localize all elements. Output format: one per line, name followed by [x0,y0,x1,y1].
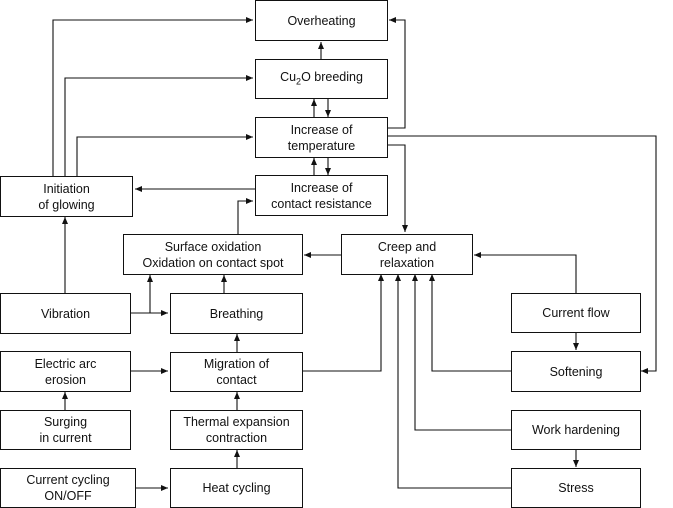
node-vibration-label: Vibration [40,306,91,321]
arrow-glowing-to-temperature [76,134,253,176]
node-electric-arc: Electric arc erosion [0,351,131,392]
node-heat-cycling: Heat cycling [170,468,303,508]
arrow-workhardening-to-creep [412,274,511,431]
node-oxidation-line1: Surface oxidation [164,239,262,254]
node-cu2o-label: Cu2O breeding [280,69,363,90]
node-workhardening-label: Work hardening [531,423,620,437]
node-temperature-line2: temperature [287,138,356,153]
node-cycling-line1: Current cycling [26,473,110,487]
node-cycling-line2: ON/OFF [44,489,92,503]
node-thermal-line2: contraction [205,431,268,445]
arrow-migration-to-creep [303,274,384,372]
cu2o-label-prefix: Cu [280,69,297,84]
arrow-currentflow-to-creep [474,252,577,293]
node-currentflow-label: Current flow [542,306,610,320]
node-surging-current: Surging in current [0,410,131,450]
node-breathing-label: Breathing [209,306,264,321]
arrow-oxidation-to-resistance [237,198,253,234]
node-increase-temperature: Increase of temperature [255,117,388,158]
node-surface-oxidation: Surface oxidation Oxidation on contact s… [123,234,303,275]
node-creep-line1: Creep and [377,239,437,254]
node-glowing-line2: of glowing [38,197,95,212]
node-stress-label: Stress [558,481,594,495]
node-migration-line1: Migration of [203,357,270,371]
arrow-temperature-to-overheating [387,17,406,129]
arrow-glowing-to-cu2o [64,75,253,176]
node-resistance-line2: contact resistance [271,196,372,211]
node-surging-line2: in current [39,431,92,445]
node-thermal-line1: Thermal expansion [183,415,290,429]
node-temperature-line1: Increase of [290,122,353,137]
node-current-cycling: Current cycling ON/OFF [0,468,136,508]
node-migration-contact: Migration of contact [170,352,303,392]
arrow-temperature-to-softening [387,135,657,374]
node-resistance-line1: Increase of [290,180,353,195]
node-thermal-expansion: Thermal expansion contraction [170,410,303,450]
cu2o-label-subscript: 2 [296,76,302,87]
node-increase-resistance: Increase of contact resistance [255,175,388,216]
node-creep-relaxation: Creep and relaxation [341,234,473,275]
node-work-hardening: Work hardening [511,410,641,450]
node-overheating-label: Overheating [287,13,356,28]
node-current-flow: Current flow [511,293,641,333]
arrow-temperature-to-creep [387,144,408,232]
node-stress: Stress [511,468,641,508]
node-surging-line1: Surging [43,415,88,429]
arrow-glowing-to-overheating [52,17,253,176]
arrow-softening-to-creep [429,274,511,372]
node-overheating: Overheating [255,0,388,41]
node-softening-label: Softening [549,364,603,379]
node-vibration: Vibration [0,293,131,334]
node-creep-line2: relaxation [379,255,435,270]
node-cu2o-breeding: Cu2O breeding [255,59,388,99]
node-initiation-glowing: Initiation of glowing [0,176,133,217]
node-heatcycling-label: Heat cycling [202,481,271,495]
node-softening: Softening [511,351,641,392]
cu2o-label-suffix: O breeding [301,69,363,84]
node-arc-line1: Electric arc [34,356,97,371]
node-glowing-line1: Initiation [43,181,90,196]
node-migration-line2: contact [216,373,257,387]
node-breathing: Breathing [170,293,303,334]
node-arc-line2: erosion [45,372,86,387]
node-oxidation-line2: Oxidation on contact spot [142,255,284,270]
arrow-stress-to-creep [395,274,511,489]
